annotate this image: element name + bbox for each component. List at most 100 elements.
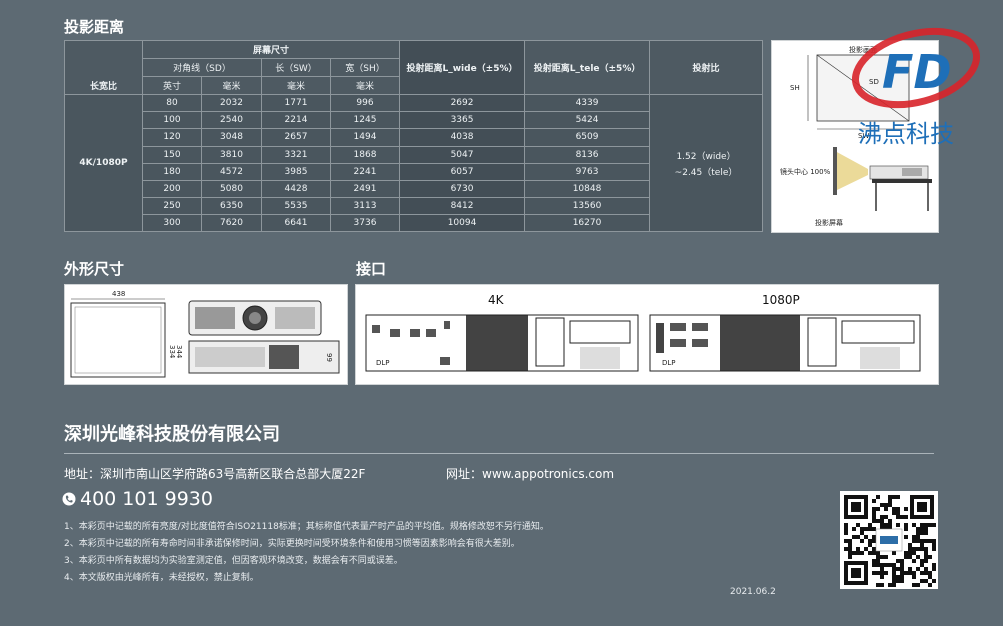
table-cell: 8412 — [399, 196, 526, 215]
throw-ratio-header: 投射比 — [649, 39, 764, 96]
logo-mark: FD — [882, 45, 952, 99]
table-cell: 996 — [329, 94, 401, 113]
table-cell: 6730 — [399, 179, 526, 198]
table-cell: 200 — [142, 179, 202, 198]
table-cell: 5535 — [261, 196, 331, 215]
footer-divider — [64, 453, 934, 454]
table-cell: 2657 — [261, 128, 331, 147]
table-cell: 120 — [142, 128, 202, 147]
table-cell: 100 — [142, 111, 202, 130]
dim-height-label-1: 334 — [168, 345, 176, 359]
footnote-2: 2、本彩页中记载的所有寿命时间非承诺保修时间，实际更换时间受环境条件和使用习惯等… — [64, 539, 520, 549]
footnote-1: 1、本彩页中记载的所有亮度/对比度值符合ISO21118标准；其标称值代表量产时… — [64, 522, 549, 532]
brand-logo: FD 沸点科技 — [851, 27, 981, 148]
table-cell: 3113 — [329, 196, 401, 215]
unit-inch: 英寸 — [142, 76, 202, 96]
throw-ratio-tele: ~2.45（tele） — [674, 167, 738, 178]
table-cell: 13560 — [524, 196, 651, 215]
dlp-mark-4k: DLP — [376, 359, 390, 367]
table-cell: 8136 — [524, 145, 651, 164]
table-cell: 180 — [142, 162, 202, 181]
screen-label: 投影画面 — [849, 45, 877, 54]
company-name: 深圳光峰科技股份有限公司 — [64, 424, 280, 445]
table-cell: 1868 — [329, 145, 401, 164]
table-cell: 3048 — [201, 128, 262, 147]
unit-mm: 毫米 — [329, 76, 401, 96]
section-title-interface: 接口 — [356, 260, 387, 278]
sw-label: SW — [858, 132, 869, 140]
table-cell: 4428 — [261, 179, 331, 198]
company-address: 地址：深圳市南山区学府路63号高新区联合总部大厦22F — [64, 467, 366, 481]
table-cell: 16270 — [524, 213, 651, 233]
unit-mm: 毫米 — [201, 76, 262, 96]
table-cell: 3365 — [399, 111, 526, 130]
table-cell: 5424 — [524, 111, 651, 130]
qr-code[interactable] — [840, 491, 938, 589]
table-cell: 9763 — [524, 162, 651, 181]
table-cell: 3810 — [201, 145, 262, 164]
table-cell: 2032 — [201, 94, 262, 113]
throw-distance-table: 屏幕尺寸 投射距离L_wide（±5%） 投射距离L_tele（±5%） 投射比… — [64, 39, 764, 233]
length-header: 长（SW） — [261, 58, 331, 78]
table-cell: 1245 — [329, 111, 401, 130]
wide-distance-header: 投射距离L_wide（±5%） — [399, 39, 526, 96]
table-cell: 10848 — [524, 179, 651, 198]
label-1080p: 1080P — [762, 293, 800, 307]
interface-panel: 4K 1080P DLP DLP — [355, 284, 939, 385]
table-cell: 80 — [142, 94, 202, 113]
dim-width-label: 438 — [112, 290, 125, 298]
table-cell: 5047 — [399, 145, 526, 164]
dim-height-label-2: 344 — [175, 345, 183, 359]
throw-ratio-wide: 1.52（wide） — [676, 151, 736, 162]
phone-icon — [62, 492, 76, 506]
throw-ratio-value: 1.52（wide） ~2.45（tele） — [649, 94, 764, 232]
table-cell: 250 — [142, 196, 202, 215]
qr-code-image — [844, 495, 936, 587]
sd-label: SD — [869, 78, 879, 86]
dimensions-drawing: 438 334 344 99 — [70, 290, 340, 378]
company-website[interactable]: 网址：www.appotronics.com — [446, 467, 615, 481]
aspect-header-spacer — [64, 39, 143, 77]
section-title-dimensions: 外形尺寸 — [64, 260, 125, 278]
phone-block: 400 101 9930 — [62, 488, 213, 510]
footnote-4: 4、本文版权由光峰所有，未经授权，禁止复制。 — [64, 573, 259, 583]
label-4k: 4K — [488, 293, 504, 307]
footnote-3: 3、本彩页中所有数据均为实验室测定值，但因客观环境改变，数据会有不同或误差。 — [64, 556, 403, 566]
aspect-ratio-header: 长宽比 — [64, 76, 143, 96]
diagonal-header: 对角线（SD） — [142, 58, 262, 78]
table-cell: 6641 — [261, 213, 331, 233]
table-cell: 7620 — [201, 213, 262, 233]
unit-mm: 毫米 — [261, 76, 331, 96]
table-cell: 150 — [142, 145, 202, 164]
table-cell: 6350 — [201, 196, 262, 215]
table-cell: 1771 — [261, 94, 331, 113]
table-cell: 6509 — [524, 128, 651, 147]
table-cell: 3736 — [329, 213, 401, 233]
tele-distance-header: 投射距离L_tele（±5%） — [524, 39, 651, 96]
logo-text: 沸点科技 — [858, 120, 954, 148]
table-cell: 4339 — [524, 94, 651, 113]
publish-date: 2021.06.2 — [730, 587, 776, 597]
table-cell: 5080 — [201, 179, 262, 198]
sh-label: SH — [790, 84, 800, 92]
dim-depth-label: 99 — [325, 353, 333, 362]
table-cell: 4038 — [399, 128, 526, 147]
section-title-throw-distance: 投影距离 — [64, 18, 125, 36]
lens-center-label: 镜头中心 100% — [780, 167, 831, 176]
screen-size-header: 屏幕尺寸 — [141, 39, 401, 60]
table-cell: 3321 — [261, 145, 331, 164]
phone-number[interactable]: 400 101 9930 — [80, 488, 213, 510]
table-cell: 4572 — [201, 162, 262, 181]
table-cell: 2214 — [261, 111, 331, 130]
dimensions-panel: 438 334 344 99 — [64, 284, 348, 385]
dlp-mark-1080p: DLP — [662, 359, 676, 367]
table-cell: 10094 — [399, 213, 526, 233]
table-cell: 3985 — [261, 162, 331, 181]
table-cell: 2491 — [329, 179, 401, 198]
width-header: 宽（SH） — [329, 58, 401, 78]
